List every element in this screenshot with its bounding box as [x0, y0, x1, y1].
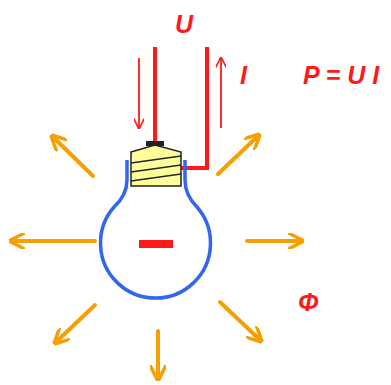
bulb-socket	[131, 141, 181, 186]
current-label: I	[240, 63, 247, 88]
power-formula: P = U I	[303, 63, 379, 88]
direction-arrows	[139, 58, 221, 128]
light-rays	[12, 136, 301, 378]
flux-label: Φ	[298, 290, 319, 315]
voltage-label: U	[175, 12, 193, 37]
filament	[139, 240, 173, 248]
